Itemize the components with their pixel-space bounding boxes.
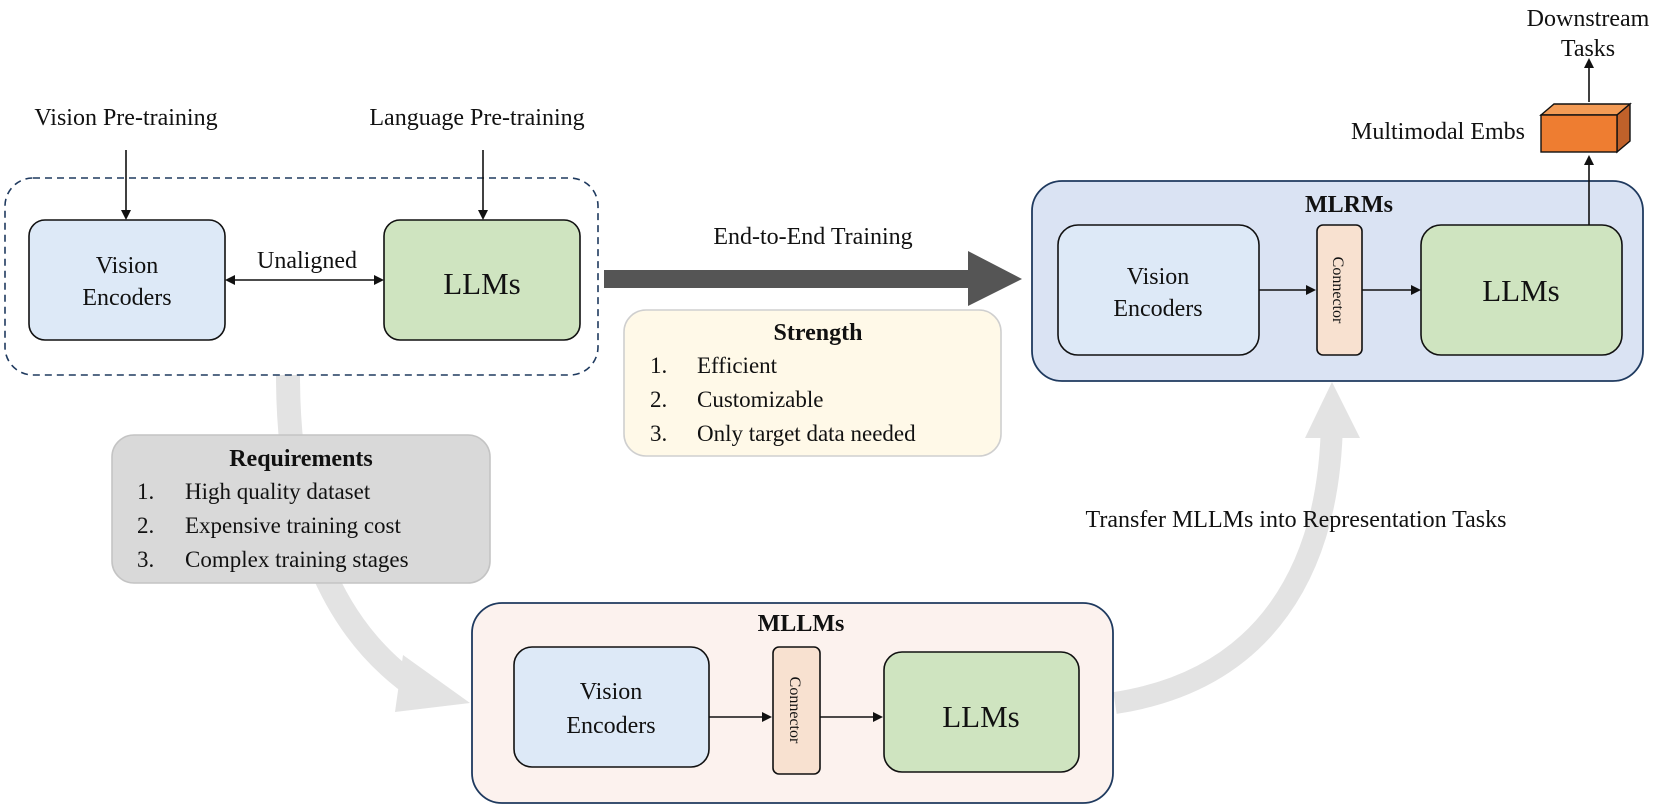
transfer-label: Transfer MLLMs into Representation Tasks: [1086, 507, 1507, 533]
strength-item-3: Only target data needed: [697, 421, 916, 446]
mllms-llms-box: [883, 651, 1080, 773]
mlrms-vision-label-1: Vision: [1127, 264, 1190, 290]
requirements-item-3: Complex training stages: [185, 547, 409, 572]
requirements-num-1: 1.: [137, 479, 154, 504]
end-to-end-label: End-to-End Training: [713, 224, 912, 250]
language-pretraining-label: Language Pre-training: [369, 105, 584, 131]
requirements-item-1: High quality dataset: [185, 479, 371, 504]
multimodal-embs-cube-icon: [1539, 102, 1632, 154]
end-to-end-arrow: [604, 251, 1022, 306]
unaligned-vision-label-1: Vision: [96, 253, 159, 279]
strength-num-2: 2.: [650, 387, 667, 412]
unaligned-llms-box: [383, 219, 581, 341]
mllms-connector-label: Connector: [786, 677, 803, 744]
unaligned-vision-encoders-box: [28, 219, 226, 341]
multimodal-embs-label: Multimodal Embs: [1351, 119, 1525, 145]
mlrms-vision-encoders-box: [1057, 224, 1260, 356]
strength-box: [623, 309, 1002, 457]
downstream-label-1: Downstream: [1527, 6, 1650, 32]
requirements-title: Requirements: [229, 446, 373, 472]
unaligned-llms-label: LLMs: [443, 266, 521, 301]
strength-num-1: 1.: [650, 353, 667, 378]
mlrms-llms-box: [1420, 224, 1623, 356]
flow-arrow-to-mlrms: [1113, 382, 1360, 714]
mlrms-llms-label: LLMs: [1482, 273, 1560, 308]
requirements-num-2: 2.: [137, 513, 154, 538]
downstream-label-2: Tasks: [1561, 36, 1615, 62]
mlrms-title: MLRMs: [1305, 192, 1393, 218]
requirements-box: [111, 434, 491, 584]
requirements-item-2: Expensive training cost: [185, 513, 402, 538]
mllms-title: MLLMs: [758, 611, 845, 637]
strength-item-1: Efficient: [697, 353, 778, 378]
strength-item-2: Customizable: [697, 387, 823, 412]
mllms-vision-label-2: Encoders: [566, 713, 655, 739]
requirements-num-3: 3.: [137, 547, 154, 572]
mlrms-connector-label: Connector: [1329, 257, 1346, 324]
strength-title: Strength: [774, 320, 863, 346]
strength-num-3: 3.: [650, 421, 667, 446]
unaligned-group-frame: [4, 177, 599, 376]
mllms-vision-encoders-box: [513, 646, 710, 768]
mllms-vision-label-1: Vision: [580, 679, 643, 705]
mllms-connector-box: [772, 646, 821, 775]
unaligned-vision-label-2: Encoders: [82, 285, 171, 311]
unaligned-label: Unaligned: [257, 248, 357, 274]
mllms-llms-label: LLMs: [942, 699, 1020, 734]
mlrms-vision-label-2: Encoders: [1113, 296, 1202, 322]
vision-pretraining-label: Vision Pre-training: [34, 105, 217, 131]
